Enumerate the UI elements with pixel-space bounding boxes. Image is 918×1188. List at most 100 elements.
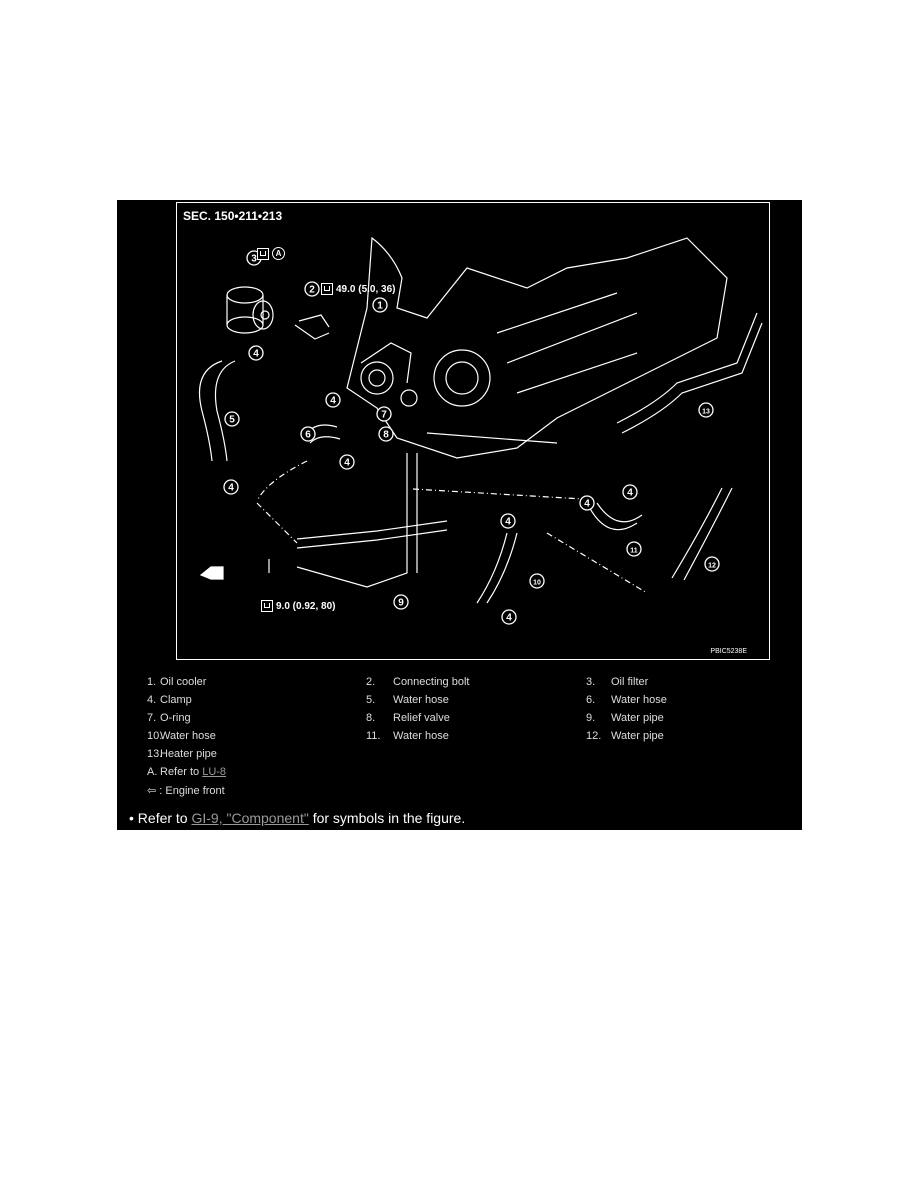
callout-5: 5 (224, 411, 240, 427)
connecting-bolt-drawing (294, 314, 330, 340)
svg-text:12: 12 (708, 563, 716, 570)
legend-label: Water hose (611, 694, 667, 706)
callout-13: 13 (698, 402, 714, 418)
oil-cooler-drawing (360, 342, 412, 395)
water-hose-11 (586, 502, 643, 531)
legend-number: 4. (147, 694, 157, 706)
callout-4: 4 (325, 392, 341, 408)
legend-item: 13.Heater pipe (147, 748, 217, 760)
svg-text:7: 7 (381, 410, 387, 421)
legend-item: 6. Water hose (586, 694, 667, 706)
heater-pipe-13 (616, 312, 763, 434)
callout-7: 7 (376, 406, 392, 422)
connecting-bolt-torque: 49.0 (5.0, 36) (321, 283, 395, 295)
legend-number: 5. (366, 694, 376, 706)
torque-wrench-icon (321, 283, 333, 295)
svg-text:4: 4 (627, 488, 633, 499)
legend-engine-front: ⇦ : Engine front (147, 785, 225, 797)
lu-8-link[interactable]: LU-8 (202, 766, 227, 778)
legend-item: 1.Oil cooler (147, 676, 206, 688)
legend-number: 8. (366, 712, 376, 724)
callout-4: 4 (579, 495, 595, 511)
water-pipe-9 (296, 453, 418, 588)
legend-number: 1. (147, 676, 157, 688)
legend-number: 6. (586, 694, 596, 706)
legend-item: 3. Oil filter (586, 676, 648, 688)
legend-item: 11. Water hose (366, 730, 449, 742)
torque-wrench-icon (257, 247, 269, 260)
callout-8: 8 (378, 426, 394, 442)
engine-block-drawing (346, 236, 728, 459)
engine-front-arrow-icon: ⇦ (147, 785, 157, 797)
svg-text:4: 4 (344, 458, 350, 469)
legend-number: 11. (366, 730, 381, 742)
callout-10: 10 (529, 573, 545, 589)
legend-number: 13. (147, 748, 163, 760)
legend-item: 5. Water hose (366, 694, 449, 706)
section-number: SEC. 150•211•213 (183, 209, 283, 223)
callout-9: 9 (393, 594, 409, 610)
legend-label: Water hose (393, 730, 449, 742)
svg-text:6: 6 (305, 430, 311, 441)
legend-number: 10. (147, 730, 163, 742)
svg-text:13: 13 (702, 409, 710, 416)
legend-item: 2.Connecting bolt (366, 676, 469, 688)
svg-text:8: 8 (383, 430, 389, 441)
symbols-note: • Refer to GI-9, "Component" for symbols… (129, 810, 466, 826)
callout-11: 11 (626, 541, 642, 557)
svg-text:2: 2 (309, 285, 315, 296)
legend-number: 3. (586, 676, 596, 688)
water-pipe-bolt-torque: 9.0 (0.92, 80) (261, 600, 335, 612)
callout-4: 4 (622, 484, 638, 500)
figure-code: PBIC5238E (710, 648, 747, 655)
water-hose-5 (198, 360, 236, 462)
legend-label: Water pipe (611, 712, 664, 724)
svg-text:4: 4 (330, 396, 336, 407)
legend-label: Water pipe (611, 730, 664, 742)
water-pipe-12 (671, 487, 733, 581)
callout-4: 4 (248, 345, 264, 361)
legend-item: 10.Water hose (147, 730, 216, 742)
legend-number: 7. (147, 712, 157, 724)
svg-text:4: 4 (228, 483, 234, 494)
oil-filter-symbols: A (257, 247, 285, 260)
legend-label: Oil filter (611, 676, 649, 688)
legend-label: Water hose (393, 694, 449, 706)
legend-item: 7.O-ring (147, 712, 191, 724)
callout-4: 4 (339, 454, 355, 470)
gi-9-component-link[interactable]: GI-9, "Component" (191, 810, 309, 826)
svg-text:4: 4 (506, 613, 512, 624)
callout-2: 2 (304, 281, 320, 297)
svg-text:11: 11 (630, 548, 638, 555)
callout-4: 4 (500, 513, 516, 529)
svg-text:1: 1 (377, 301, 383, 312)
legend-label: O-ring (160, 712, 191, 724)
callout-12: 12 (704, 556, 720, 572)
legend-item-a: A. Refer to LU-8 (147, 766, 227, 778)
legend-label: Heater pipe (160, 748, 217, 760)
water-hose-10 (476, 532, 518, 604)
svg-text:9: 9 (398, 598, 404, 609)
oil-filter-drawing (226, 286, 274, 334)
legend-item: 9.Water pipe (586, 712, 664, 724)
svg-text:4: 4 (584, 499, 590, 510)
torque-wrench-icon (261, 600, 273, 612)
legend-label: Oil cooler (160, 676, 207, 688)
svg-text:5: 5 (229, 415, 235, 426)
callout-6: 6 (300, 426, 316, 442)
legend-label: Connecting bolt (393, 676, 470, 688)
legend-label: Clamp (160, 694, 192, 706)
svg-text:10: 10 (533, 580, 541, 587)
legend-label: Relief valve (393, 712, 450, 724)
legend-item: 8. Relief valve (366, 712, 450, 724)
callout-4: 4 (501, 609, 517, 625)
legend-item: 4.Clamp (147, 694, 192, 706)
svg-text:4: 4 (505, 517, 511, 528)
callout-4: 4 (223, 479, 239, 495)
symbol-a: A (272, 247, 285, 260)
svg-text:4: 4 (253, 349, 259, 360)
legend-label: Water hose (160, 730, 216, 742)
